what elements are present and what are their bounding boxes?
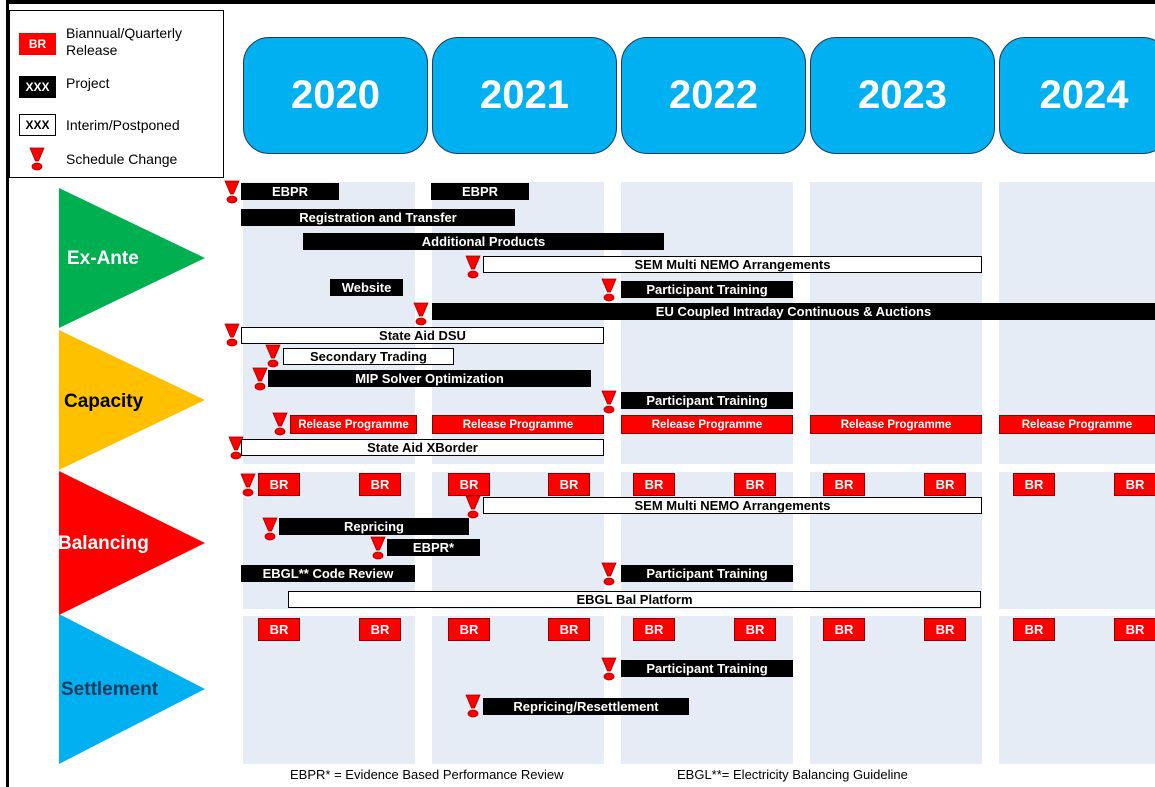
footnote-ebpr: EBPR* = Evidence Based Performance Revie…: [290, 767, 564, 782]
br-badge: BR: [258, 618, 300, 641]
br-badge: BR: [548, 618, 590, 641]
br-badge: BR: [1114, 618, 1155, 641]
lane-label-balancing: Balancing: [58, 533, 149, 554]
bar-ebgl-bal-platform: EBGL Bal Platform: [288, 591, 981, 608]
bar-website: Website: [330, 279, 403, 296]
schedule-change-icon: [600, 562, 618, 586]
bar-ebgl-code-review: EBGL** Code Review: [241, 565, 415, 582]
bar-participant-training-3: Participant Training: [621, 565, 793, 582]
schedule-change-icon: [223, 180, 241, 204]
legend-br-text: Biannual/Quarterly Release: [66, 25, 182, 58]
bar-release-programme-2021: Release Programme: [432, 415, 604, 434]
frame-left-border: [6, 0, 9, 787]
br-badge: BR: [548, 473, 590, 496]
schedule-change-icon: [464, 495, 482, 519]
schedule-change-icon: [464, 255, 482, 279]
br-badge: BR: [359, 618, 401, 641]
legend-interim-text: Interim/Postponed: [66, 117, 180, 133]
bar-repricing: Repricing: [279, 518, 469, 535]
balancing-triangle: [59, 471, 205, 615]
bar-ebpr-1: EBPR: [241, 183, 339, 200]
bar-state-aid-xborder: State Aid XBorder: [241, 439, 604, 456]
exante-triangle: [59, 188, 205, 328]
bar-registration-transfer: Registration and Transfer: [241, 209, 515, 226]
bar-mip-solver: MIP Solver Optimization: [268, 370, 591, 387]
schedule-change-icon: [600, 657, 618, 681]
bar-ebpr-star: EBPR*: [387, 539, 480, 556]
br-badge: BR: [1013, 473, 1055, 496]
schedule-change-icon: [261, 517, 279, 541]
bar-sem-multi-nemo-1: SEM Multi NEMO Arrangements: [483, 256, 982, 273]
br-badge: BR: [924, 473, 966, 496]
footnote-ebgl: EBGL**= Electricity Balancing Guideline: [677, 767, 908, 782]
schedule-change-icon: [239, 473, 257, 497]
bar-state-aid-dsu: State Aid DSU: [241, 327, 604, 344]
br-badge: BR: [359, 473, 401, 496]
schedule-change-icon: [600, 390, 618, 414]
legend-change-text: Schedule Change: [66, 151, 178, 167]
schedule-change-icon: [271, 412, 289, 436]
lane-label-capacity: Capacity: [64, 391, 144, 412]
year-2024: 2024: [999, 37, 1155, 154]
bar-release-programme-2020: Release Programme: [290, 415, 417, 434]
bar-release-programme-2023: Release Programme: [810, 415, 982, 434]
settlement-triangle: [59, 614, 205, 764]
br-badge: BR: [1013, 618, 1055, 641]
bar-ebpr-2: EBPR: [431, 183, 529, 200]
schedule-change-icon: [600, 278, 618, 302]
br-badge: BR: [734, 618, 776, 641]
bar-release-programme-2024: Release Programme: [999, 415, 1155, 434]
legend-br-swatch: BR: [19, 33, 56, 55]
br-badge: BR: [1114, 473, 1155, 496]
br-badge: BR: [448, 473, 490, 496]
bar-eu-coupled-intraday: EU Coupled Intraday Continuous & Auction…: [432, 303, 1155, 320]
bar-sem-multi-nemo-2: SEM Multi NEMO Arrangements: [483, 497, 982, 514]
bar-release-programme-2022: Release Programme: [621, 415, 793, 434]
legend: BR Biannual/Quarterly Release XXX Projec…: [9, 10, 224, 178]
schedule-change-icon: [28, 147, 46, 171]
br-badge: BR: [734, 473, 776, 496]
schedule-change-icon: [412, 302, 430, 326]
schedule-change-icon: [223, 323, 241, 347]
br-badge: BR: [448, 618, 490, 641]
schedule-change-icon: [264, 344, 282, 368]
capacity-triangle: [59, 330, 205, 470]
br-badge: BR: [633, 618, 675, 641]
year-2022: 2022: [621, 37, 806, 154]
year-2021: 2021: [432, 37, 617, 154]
lane-label-exante: Ex-Ante: [67, 248, 139, 269]
lane-label-settlement: Settlement: [61, 679, 159, 700]
legend-interim-swatch: XXX: [19, 114, 56, 136]
schedule-change-icon: [369, 536, 387, 560]
schedule-change-icon: [251, 367, 269, 391]
bar-secondary-trading: Secondary Trading: [283, 348, 454, 365]
bar-participant-training-1: Participant Training: [621, 281, 793, 298]
year-2023: 2023: [810, 37, 995, 154]
bar-participant-training-4: Participant Training: [621, 660, 793, 677]
br-badge: BR: [823, 618, 865, 641]
legend-project-swatch: XXX: [19, 76, 56, 98]
br-badge: BR: [258, 473, 300, 496]
legend-project-text: Project: [66, 75, 110, 91]
br-badge: BR: [924, 618, 966, 641]
frame-top-border: [6, 0, 1155, 4]
bar-participant-training-2: Participant Training: [621, 392, 793, 409]
year-2020: 2020: [243, 37, 428, 154]
schedule-change-icon: [464, 694, 482, 718]
br-badge: BR: [633, 473, 675, 496]
br-badge: BR: [823, 473, 865, 496]
bar-additional-products: Additional Products: [303, 233, 664, 250]
bar-repricing-resettlement: Repricing/Resettlement: [483, 698, 689, 715]
